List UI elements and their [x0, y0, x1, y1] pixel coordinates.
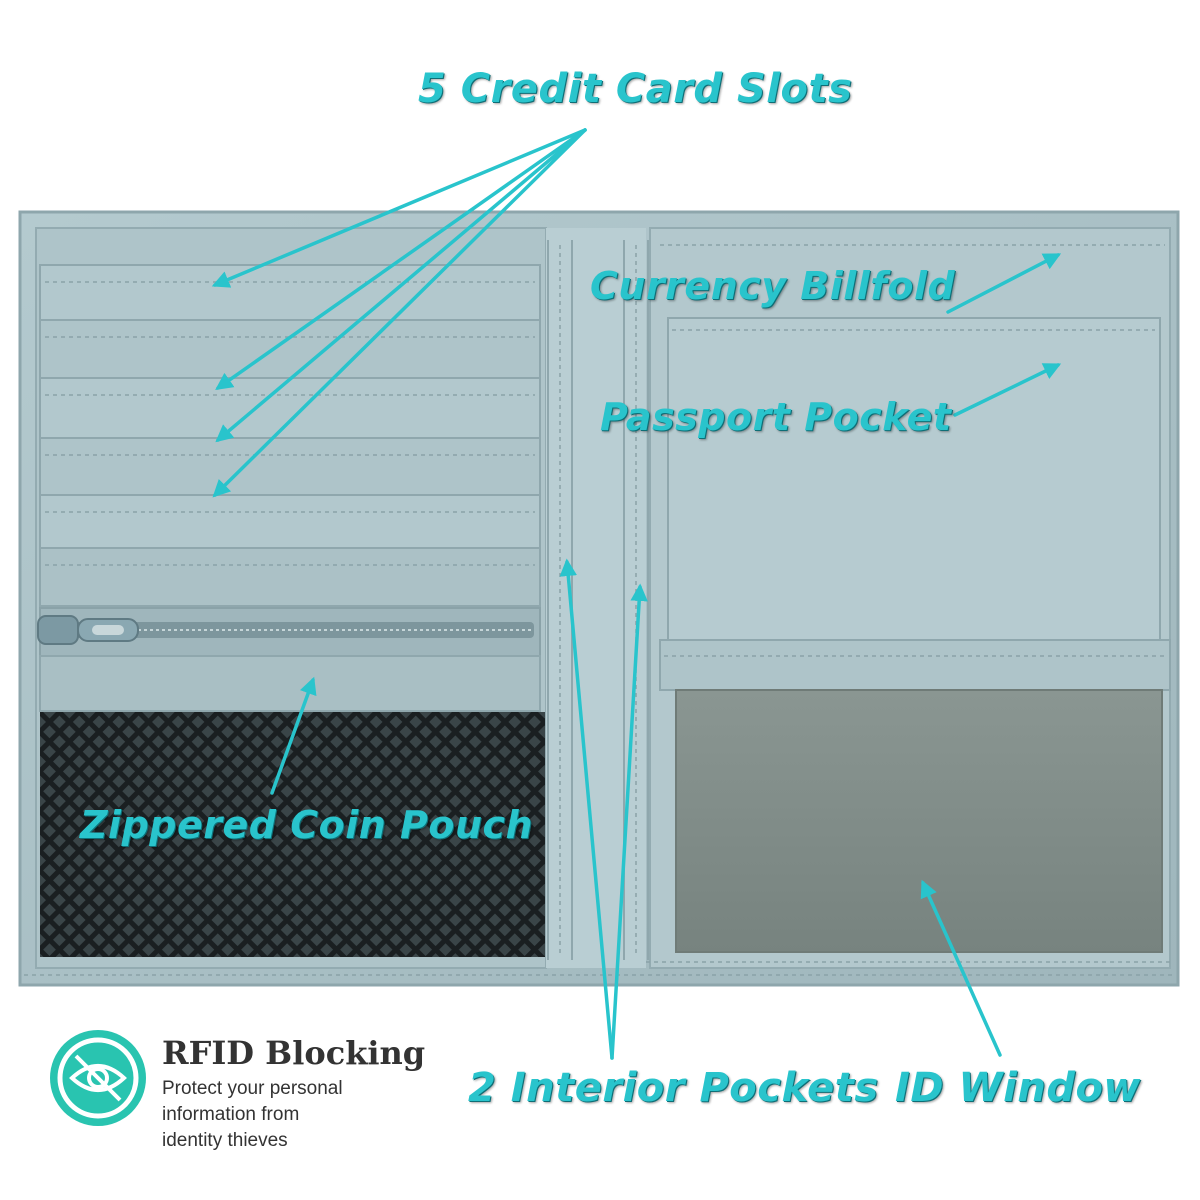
zipper — [37, 607, 541, 657]
label-zippered-coin-pouch: Zippered Coin Pouch — [80, 803, 534, 847]
id-window — [675, 689, 1163, 953]
rfid-title: RFID Blocking — [162, 1034, 426, 1072]
arrow-billfold — [946, 253, 1062, 314]
arrow-card-slot-1 — [211, 128, 587, 288]
label-passport-pocket: Passport Pocket — [600, 395, 952, 439]
arrow-passport — [953, 363, 1062, 417]
arrow-card-slot-2 — [215, 128, 587, 391]
rfid-line-1: Protect your personal — [162, 1078, 343, 1099]
eye-icon — [50, 1030, 146, 1126]
rfid-line-2: information from — [162, 1104, 300, 1125]
arrow-pocket-2 — [610, 583, 648, 1060]
arrow-pocket-1 — [559, 558, 614, 1060]
rfid-line-3: identity thieves — [162, 1130, 288, 1151]
rfid-feature: RFID Blocking Protect your personal info… — [50, 1030, 470, 1170]
card-slots — [39, 264, 541, 607]
arrow-id-window — [920, 879, 1002, 1057]
label-id-window: ID Window — [895, 1065, 1141, 1111]
mesh-pouch — [40, 712, 545, 957]
passport-pocket — [667, 317, 1161, 649]
label-credit-card-slots: 5 Credit Card Slots — [418, 66, 853, 112]
spine — [546, 228, 646, 968]
arrow-coin-pouch — [270, 676, 317, 795]
arrow-card-slot-4 — [212, 128, 587, 498]
arrow-card-slot-3 — [215, 128, 587, 443]
label-currency-billfold: Currency Billfold — [590, 264, 956, 308]
callout-arrows — [211, 128, 1062, 1060]
wallet — [18, 210, 1180, 987]
label-interior-pockets: 2 Interior Pockets — [468, 1065, 879, 1111]
